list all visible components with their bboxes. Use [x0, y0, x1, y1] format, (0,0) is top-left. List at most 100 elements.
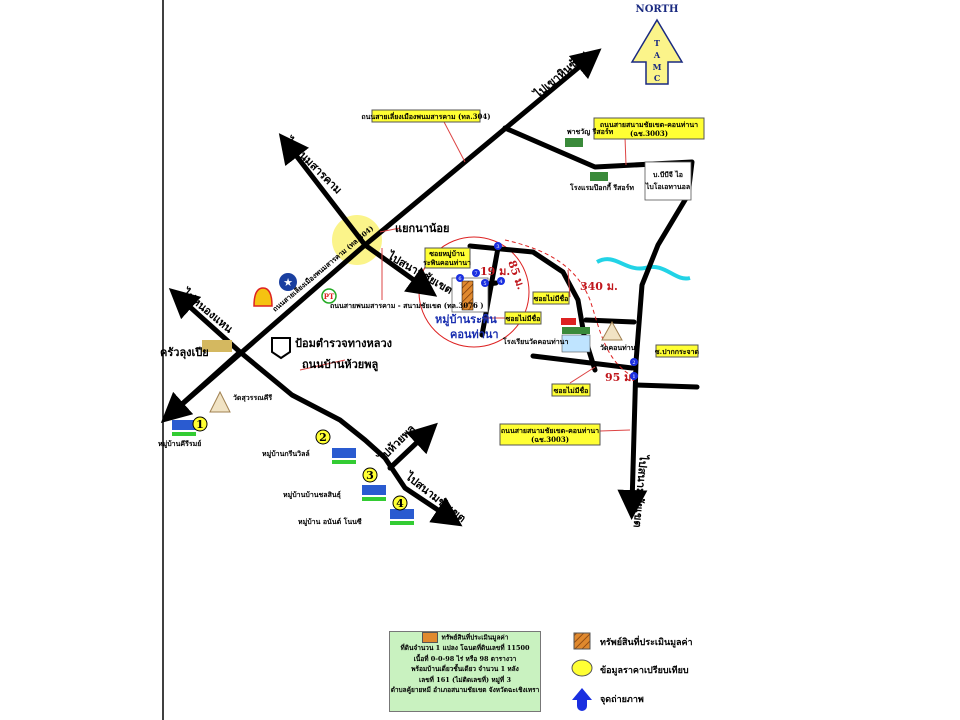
company-box	[644, 161, 692, 201]
blue-arrow-icon	[572, 688, 592, 711]
resort2-icon	[590, 172, 608, 181]
resort1-icon	[565, 138, 583, 147]
svg-text:1: 1	[196, 418, 204, 431]
gas-station-icons: ★ PT	[253, 273, 337, 307]
resort2-label: โรงแรมป๊อกกี้ รีสอร์ท	[569, 181, 634, 192]
svg-text:2: 2	[632, 360, 635, 366]
svg-text:ซ.ปากกระจาด: ซ.ปากกระจาด	[655, 347, 700, 356]
temple1-icon	[209, 390, 231, 413]
photo-point-2: 2	[630, 358, 638, 366]
pt-icon	[321, 288, 337, 304]
village-3: 3 หมู่บ้านบ้านชลสินธุ์	[283, 467, 386, 501]
distance-95m: 95 ม.	[605, 371, 635, 384]
road-label-ch3003-top: ถนนสายสนามชัยเขต-คอนท่านา (ฉช.3003)	[593, 117, 705, 140]
photo-point-5: 5	[481, 279, 489, 287]
svg-text:7: 7	[474, 271, 477, 277]
info-title: ทรัพย์สินที่ประเมินมูลค่า	[390, 632, 540, 643]
temple2-icon	[601, 320, 623, 341]
distance-340m: 340 ม.	[580, 280, 618, 293]
photo-points: 1 2 3 4 5 6 7	[456, 242, 638, 380]
subject-property-hatched	[461, 280, 474, 311]
river	[596, 257, 691, 281]
village-main-label-1: หมู่บ้านระพิน	[435, 313, 497, 327]
info-line: ที่ดินจำนวน 1 แปลง โฉนดที่ดินเลขที่ 1150…	[400, 644, 530, 652]
svg-text:ถนนสายสนามชัยเขต-คอนท่านา: ถนนสายสนามชัยเขต-คอนท่านา	[600, 120, 698, 129]
leader-lines	[299, 119, 631, 432]
resort1-label: พาชวัญ รีสอร์ท	[567, 127, 614, 136]
info-line: พร้อมบ้านเดี่ยวชั้นเดียว จำนวน 1 หลัง	[411, 665, 519, 673]
direction-khao-hin-son: ไปเขาหินซ้อน	[529, 47, 591, 102]
svg-text:หมู่บ้าน อนันต์ โนนซี: หมู่บ้าน อนันต์ โนนซี	[298, 517, 362, 527]
svg-text:หมู่บ้านบ้านชลสินธุ์: หมู่บ้านบ้านชลสินธุ์	[283, 490, 341, 500]
yellow-circle-icon	[571, 659, 593, 677]
svg-text:1: 1	[632, 374, 635, 380]
svg-text:PT: PT	[324, 292, 335, 301]
svg-text:(ฉช.3003): (ฉช.3003)	[531, 435, 569, 444]
photo-point-4: 4	[497, 277, 505, 285]
svg-text:4: 4	[499, 279, 502, 285]
restaurant-label: ครัวลุงเปีย	[160, 346, 209, 360]
soi-unnamed-label-3: ซอยไม่มีชื่อ	[551, 383, 591, 397]
svg-text:NORTH: NORTH	[636, 4, 679, 15]
north-arrow: NORTH T A M C	[630, 4, 684, 85]
caltex-icon	[279, 273, 297, 291]
svg-text:(ฉช.3003): (ฉช.3003)	[630, 129, 668, 138]
village-1: 1 หมู่บ้านคีรีรมย์	[158, 416, 208, 449]
svg-text:ไบโอเอทานอล: ไบโอเอทานอล	[645, 182, 690, 191]
photo-point-1: 1	[630, 372, 638, 380]
svg-text:A: A	[653, 50, 661, 60]
legend-item-property: ทรัพย์สินที่ประเมินมูลค่า	[600, 638, 693, 648]
road-to-phanom	[278, 133, 368, 248]
legend-item-photo-point: จุดถ่ายภาพ	[600, 695, 644, 705]
info-line: เนื้อที่ 0-0-98 ไร่ หรือ 98 ตารางวา	[413, 654, 517, 663]
svg-text:4: 4	[396, 497, 404, 510]
info-line: ตำบลคู้ยายหมี อำเภอสนามชัยเขต จังหวัดฉะเ…	[390, 686, 540, 694]
school-label: โรงเรียนวัดคอนท่านา	[502, 337, 568, 346]
road-soi-2	[530, 353, 635, 371]
svg-text:ระพินคอนท่านา: ระพินคอนท่านา	[423, 258, 471, 267]
road-label-huai-phlu: ถนนบ้านห้วยพลู	[302, 358, 379, 372]
soi-unnamed-label-1: ซอยไม่มีชื่อ	[532, 291, 570, 305]
legend-item-comparables: ข้อมูลราคาเปรียบเทียบ	[600, 666, 689, 676]
road-village	[479, 245, 501, 338]
village-main-label-2: คอนท่านา	[450, 328, 499, 341]
road-soi-3	[583, 317, 637, 325]
svg-text:ถนนสายเลี่ยงเมืองพนมสารคาม (ทล: ถนนสายเลี่ยงเมืองพนมสารคาม (ทล.304)	[361, 111, 490, 121]
road-ch3003	[502, 125, 695, 520]
photo-point-6: 6	[456, 274, 464, 282]
route-dashed	[504, 239, 633, 377]
road-label-hw3076: ถนนสายพนมสารคาม - สนามชัยเขต (ทล.3076 )	[330, 301, 484, 310]
shell-icon	[253, 287, 273, 307]
svg-text:ซอยไม่มีชื่อ: ซอยไม่มีชื่อ	[534, 293, 569, 303]
svg-text:ซอยหมู่บ้าน: ซอยหมู่บ้าน	[429, 249, 465, 259]
svg-text:หมู่บ้านกรีนวิลล์: หมู่บ้านกรีนวิลล์	[262, 449, 310, 459]
svg-text:M: M	[653, 62, 662, 72]
direction-phanom-sarakham: ไปพนมสารคาม	[281, 133, 345, 197]
svg-text:T: T	[654, 38, 660, 48]
svg-text:3: 3	[366, 469, 374, 482]
village-4: 4 หมู่บ้าน อนันต์ โนนซี	[298, 495, 414, 527]
highway-police-icon	[271, 337, 291, 360]
road-to-huai-phlu	[387, 422, 438, 471]
restaurant-icon	[202, 340, 232, 352]
temple2-label: วัดคอนท่านา	[600, 343, 639, 352]
svg-text:3: 3	[496, 244, 499, 250]
soi-village-label: ซอยหมู่บ้าน ระพินคอนท่านา	[423, 247, 471, 269]
svg-text:ถนนสายสนามชัยเขต-คอนท่านา: ถนนสายสนามชัยเขต-คอนท่านา	[501, 426, 599, 435]
road-pakkradad	[633, 382, 700, 390]
school-icon	[561, 318, 591, 353]
police-label: ป้อมตำรวจทางหลวง	[295, 337, 392, 350]
temple1-label: วัดสุวรรณคีรี	[233, 393, 272, 402]
direction-sanam-chai-khet-3: ไปสนามชัยเขต	[631, 453, 651, 528]
svg-text:ซอยไม่มีชื่อ: ซอยไม่มีชื่อ	[554, 385, 589, 395]
svg-text:หมู่บ้านคีรีรมย์: หมู่บ้านคีรีรมย์	[158, 439, 201, 449]
direction-nong-hae: ไปหนองแหน	[179, 284, 237, 336]
svg-text:5: 5	[483, 281, 486, 287]
hatched-square-icon	[573, 632, 591, 650]
junction-label: แยกนาน้อย	[395, 222, 449, 235]
photo-point-7: 7	[472, 269, 480, 277]
property-info-box: ทรัพย์สินที่ประเมินมูลค่า ที่ดินจำนวน 1 …	[389, 631, 541, 712]
road-label-hw304: ถนนสายเลี่ยงเมืองพนมสารคาม (ทล.304)	[361, 109, 491, 123]
road-label-ch3003-bottom: ถนนสายสนามชัยเขต-คอนท่านา (ฉช.3003)	[499, 423, 601, 446]
road-to-khiri	[160, 349, 243, 424]
